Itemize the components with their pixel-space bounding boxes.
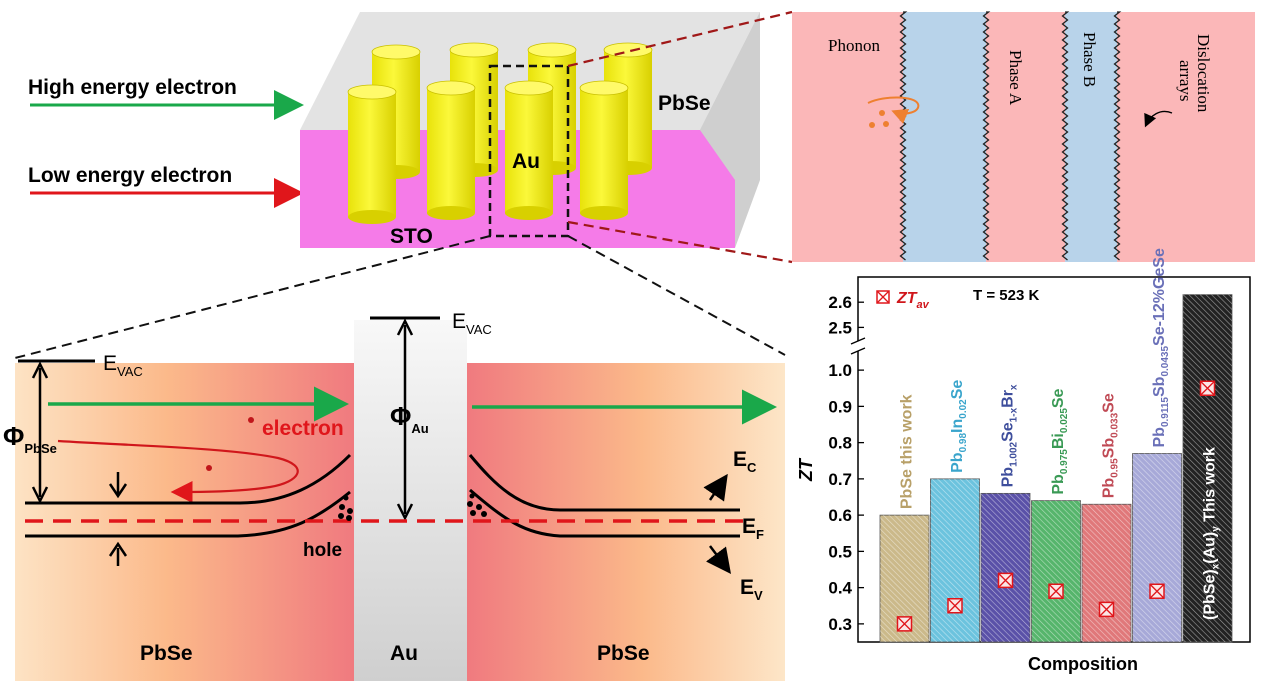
phonon-label: Phonon [828, 36, 880, 55]
pbse-right-label: PbSe [597, 642, 650, 665]
y-tick-label: 2.5 [828, 318, 852, 337]
y-tick-label: 1.0 [828, 361, 852, 380]
ef-label: EF [742, 515, 764, 542]
zoom-connector-lines [14, 10, 793, 359]
bar-group: Pb0.975Bi0.025Se [1031, 388, 1081, 643]
holes-left [338, 495, 353, 521]
bar-label: Pb0.95Sb0.033Se [1101, 393, 1121, 498]
y-tick-label: 0.6 [828, 506, 852, 525]
y-tick-label: 0.5 [828, 542, 852, 561]
bar-hatch [1082, 504, 1131, 642]
dislocation-line [1113, 11, 1122, 261]
y-axis-label: ZT [796, 457, 816, 482]
high-energy-label: High energy electron [28, 76, 237, 99]
conduction-band-right [468, 454, 740, 512]
ec-arrow [703, 473, 728, 502]
evac-left-label: EVAC [103, 352, 143, 379]
au-pillar [579, 80, 629, 220]
bar-label: Pb0.9115Sb0.0435Se-12%GeSe [1151, 248, 1171, 447]
band-diagram: EVAC EVAC ΦPbSe ΦAu electron [3, 310, 785, 681]
sto-label: STO [390, 225, 433, 248]
pbse-left-label: PbSe [140, 642, 193, 665]
bar-hatch [1183, 294, 1232, 642]
dislocation-label-line1: Dislocation [1194, 34, 1213, 113]
zoom-selection-box [488, 64, 570, 238]
inset-background [792, 12, 1255, 262]
band-bend-arrow-down [108, 483, 128, 499]
phase-b-label: Phase B [1080, 32, 1099, 87]
dislocation-line [982, 11, 991, 261]
au-pillar [504, 80, 554, 220]
phi-au-label: ΦAu [390, 401, 429, 436]
dislocation-inset: Phonon Phase A Phase B Dislocation array… [792, 11, 1255, 262]
pbse-left-region [15, 363, 354, 681]
au-region [354, 320, 467, 681]
au-pillar [347, 84, 397, 224]
ev-label: EV [740, 576, 763, 603]
phase-a-band [903, 12, 986, 262]
axis-break [852, 341, 864, 351]
bar-label: Pb1.002Se1-xBrx [1000, 384, 1020, 487]
phase-a-label: Phase A [1006, 50, 1025, 106]
y-tick-label: 0.8 [828, 434, 852, 453]
y-tick-label: 0.4 [828, 579, 852, 598]
temperature-label: T = 523 K [973, 287, 1039, 304]
bar-group: PbSe this work [879, 394, 930, 643]
y-tick-label: 0.7 [828, 470, 852, 489]
dislocation-line [899, 11, 908, 261]
conduction-band-left [25, 453, 352, 505]
bar-label: PbSe this work [899, 394, 916, 509]
y-tick-label: 2.6 [828, 293, 852, 312]
pbse-label: PbSe [658, 92, 711, 115]
y-tick-label: 0.9 [828, 397, 852, 416]
bar-label: (PbSe)x(Au)y This work [1202, 447, 1222, 620]
legend-marker [876, 290, 890, 304]
device-schematic: High energy electron Low energy electron… [28, 12, 760, 248]
bar-hatch [1031, 500, 1081, 642]
electron-dot [206, 465, 212, 471]
bar-group: (PbSe)x(Au)y This work [1182, 294, 1233, 643]
au-pillar [426, 80, 476, 220]
bar-group: Pb0.9115Sb0.0435Se-12%GeSe [1132, 248, 1182, 643]
band-bend-arrow-up [108, 541, 128, 557]
bar-hatch [981, 493, 1030, 642]
bar-hatch [930, 478, 980, 642]
low-energy-label: Low energy electron [28, 164, 232, 187]
electron-reflect-arrow [57, 439, 299, 503]
bar-label: Pb0.975Bi0.025Se [1050, 388, 1070, 494]
phi-pbse-label: ΦPbSe [3, 421, 57, 456]
electron-dot [248, 417, 254, 423]
hole-label: hole [303, 540, 342, 561]
dislocation-lines [899, 11, 1122, 261]
valence-band-right [469, 488, 740, 538]
holes-right [467, 493, 487, 517]
bar-group: Pb0.95Sb0.033Se [1081, 393, 1132, 643]
bar-hatch [1132, 453, 1182, 642]
phonon-icon [867, 96, 920, 128]
zt-bar-chart: 0.3 0.4 0.5 0.6 0.7 0.8 0.9 1.0 2.5 2.6ZT Composit… [796, 248, 1251, 674]
evac-au-label: EVAC [452, 310, 492, 337]
ec-label: EC [733, 448, 757, 475]
valence-band-left [25, 490, 351, 538]
bar-label: Pb0.98In0.02Se [949, 380, 969, 473]
electron-label: electron [262, 417, 344, 440]
bar-group: Pb0.98In0.02Se [930, 380, 980, 643]
ev-arrow [706, 545, 731, 574]
au-region-label: Au [390, 642, 418, 665]
phase-b-band [1065, 12, 1117, 262]
au-label: Au [512, 150, 540, 173]
y-tick-label: 0.3 [828, 615, 852, 634]
dislocation-label-line2: arrays [1176, 60, 1195, 102]
dislocation-pointer-arrow [1144, 110, 1173, 128]
bar-group: Pb1.002Se1-xBrx [980, 384, 1031, 643]
x-axis-label: Composition [1028, 654, 1138, 674]
dislocation-line [1061, 11, 1070, 261]
